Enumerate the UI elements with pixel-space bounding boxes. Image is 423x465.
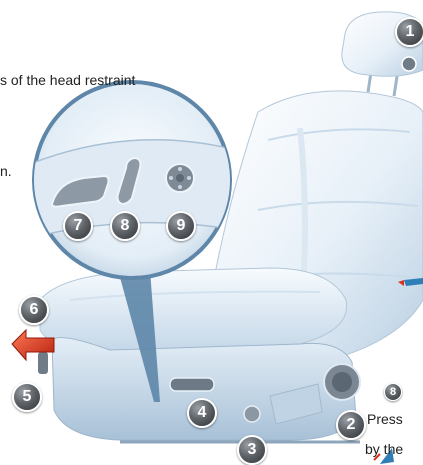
callout-6: 6 bbox=[19, 295, 49, 325]
text-by-the: by the bbox=[365, 441, 403, 458]
callout-7: 7 bbox=[63, 211, 93, 241]
text-head-restraint: s of the head restraint bbox=[0, 72, 135, 89]
callout-3: 3 bbox=[237, 435, 267, 465]
callout-9: 9 bbox=[166, 211, 196, 241]
callout-2: 2 bbox=[336, 410, 366, 440]
seat-cushion-shape bbox=[40, 268, 347, 352]
callout-4: 4 bbox=[187, 398, 217, 428]
callout-5: 5 bbox=[12, 382, 42, 412]
callout-8: 8 bbox=[110, 211, 140, 241]
callout-1: 1 bbox=[395, 17, 423, 47]
text-press: Press bbox=[367, 411, 403, 428]
callout-8-small: 8 bbox=[384, 383, 402, 401]
text-line-n: n. bbox=[0, 163, 12, 180]
